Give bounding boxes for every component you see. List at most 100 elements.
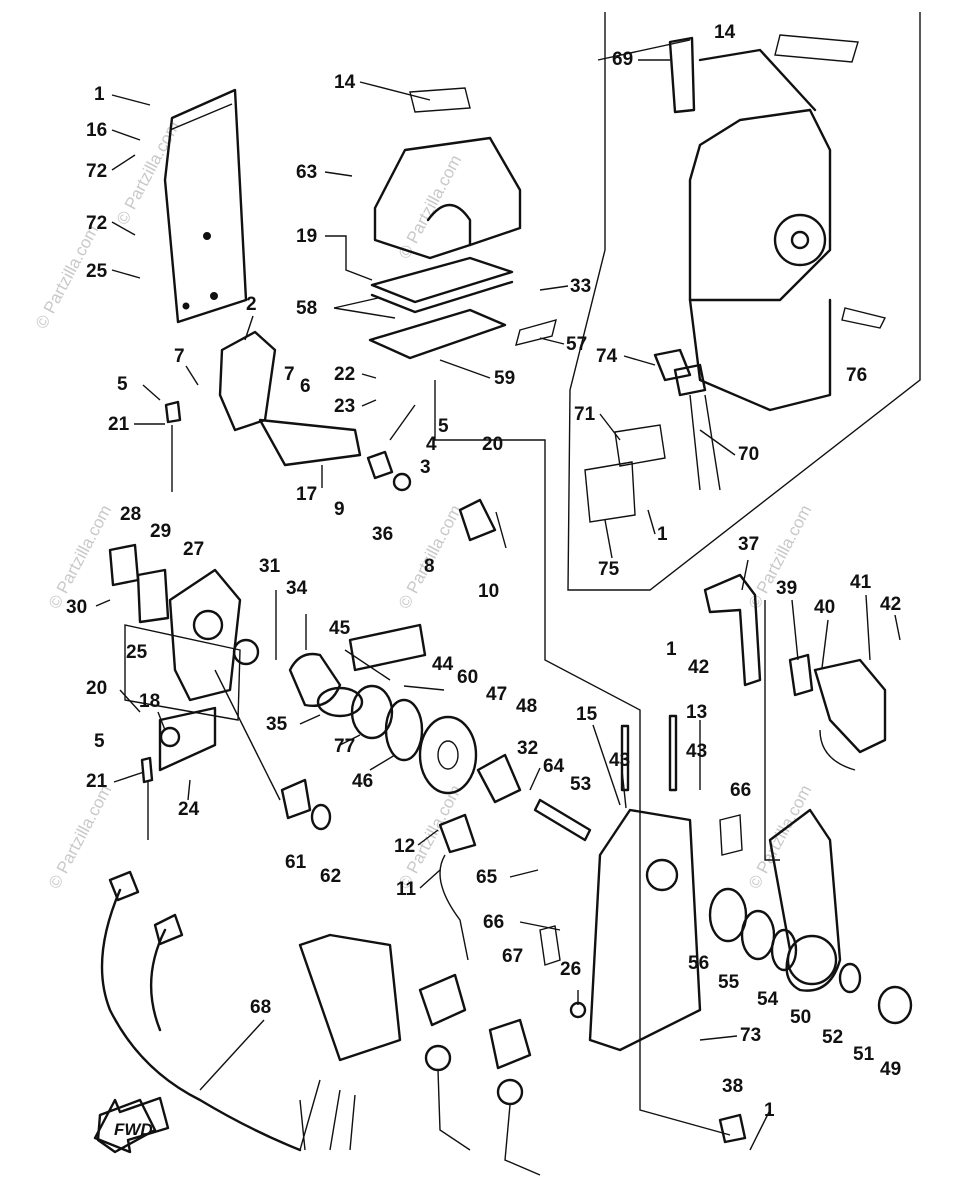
- callout: 29: [150, 521, 171, 542]
- callout: 55: [718, 972, 740, 993]
- callout: 36: [372, 524, 393, 545]
- bracket-assembly-left: [108, 543, 260, 840]
- callout: 19: [296, 226, 317, 247]
- callout: 1: [666, 639, 677, 660]
- leader-lines: [95, 39, 901, 1151]
- callout: 43: [609, 750, 630, 771]
- callout: 13: [686, 702, 707, 723]
- callout: 46: [352, 771, 373, 792]
- callout: 1: [657, 524, 668, 545]
- watermark: © Partzilla.com: [745, 782, 816, 892]
- callout: 43: [686, 741, 707, 762]
- callout: 61: [285, 852, 307, 873]
- callout: 6: [300, 376, 311, 397]
- callout: 74: [596, 346, 618, 367]
- callout: 59: [494, 368, 515, 389]
- callout: 54: [757, 989, 779, 1010]
- fwd-arrow-label: FWD: [114, 1120, 153, 1139]
- callout: 77: [334, 736, 355, 757]
- callout: 1: [94, 84, 105, 105]
- gasket-plates: [368, 256, 557, 360]
- right-lever-assembly: [703, 573, 913, 1025]
- callout: 7: [174, 346, 185, 367]
- callout: 15: [576, 704, 598, 725]
- callout: 71: [574, 404, 596, 425]
- callout: 75: [598, 559, 620, 580]
- callout: 41: [850, 572, 872, 593]
- inset-frame: [567, 12, 921, 591]
- callout: 52: [822, 1027, 843, 1048]
- callout: 49: [880, 1059, 901, 1080]
- fwd-arrow: FWD: [93, 1096, 170, 1154]
- callout: 50: [790, 1007, 811, 1028]
- callout: 42: [880, 594, 901, 615]
- callout: 30: [66, 597, 87, 618]
- callout: 73: [740, 1025, 761, 1046]
- callout: 23: [334, 396, 355, 417]
- callout: 42: [688, 657, 709, 678]
- callout: 38: [722, 1076, 743, 1097]
- watermark: © Partzilla.com: [45, 502, 116, 612]
- callout: 25: [126, 642, 148, 663]
- callout: 24: [178, 799, 200, 820]
- callout: 44: [432, 654, 454, 675]
- callout: 27: [183, 539, 204, 560]
- callout: 62: [320, 866, 341, 887]
- callout: 7: [284, 364, 295, 385]
- callout: 37: [738, 534, 759, 555]
- side-cover-plate: [163, 88, 248, 324]
- callout: 45: [329, 618, 351, 639]
- callout: 20: [86, 678, 107, 699]
- callout: 3: [420, 457, 431, 478]
- callout: 4: [426, 434, 437, 455]
- left-shift-mechanism: [164, 330, 507, 549]
- callout: 35: [266, 714, 288, 735]
- callout: 72: [86, 213, 107, 234]
- callout: 9: [334, 499, 345, 520]
- callout: 10: [478, 581, 499, 602]
- callout: 8: [424, 556, 435, 577]
- callout: 14: [714, 22, 736, 43]
- callout: 70: [738, 444, 759, 465]
- callout: 26: [560, 959, 581, 980]
- callout: 21: [108, 414, 130, 435]
- callout: 18: [139, 691, 160, 712]
- callout: 51: [853, 1044, 875, 1065]
- callout-layer: 1 16 72 72 25 14 63 19 58 33 57 59 22 23…: [66, 22, 901, 1121]
- callout: 11: [396, 879, 417, 900]
- callout: 16: [86, 120, 107, 141]
- callout: 58: [296, 298, 317, 319]
- callout: 22: [334, 364, 355, 385]
- callout: 31: [259, 556, 281, 577]
- callout: 12: [394, 836, 415, 857]
- callout: 76: [846, 365, 867, 386]
- callout: 47: [486, 684, 507, 705]
- upper-control-unit: [584, 34, 887, 523]
- gear-and-ring-set: [214, 623, 592, 842]
- callout: 28: [120, 504, 141, 525]
- callout: 65: [476, 867, 498, 888]
- callout: 40: [814, 597, 835, 618]
- callout: 67: [502, 946, 523, 967]
- callout: 5: [117, 374, 128, 395]
- callout: 5: [94, 731, 105, 752]
- callout: 72: [86, 161, 107, 182]
- callout: 68: [250, 997, 271, 1018]
- callout: 14: [334, 72, 356, 93]
- wiring-harness: [96, 813, 747, 1176]
- callout: 60: [457, 667, 478, 688]
- callout: 5: [438, 416, 449, 437]
- callout: 56: [688, 953, 709, 974]
- callout: 17: [296, 484, 317, 505]
- callout: 69: [612, 49, 633, 70]
- callout: 34: [286, 578, 308, 599]
- callout: 20: [482, 434, 503, 455]
- callout: 21: [86, 771, 108, 792]
- callout: 39: [776, 578, 797, 599]
- callout: 2: [246, 294, 257, 315]
- callout: 66: [730, 780, 751, 801]
- callout: 32: [517, 738, 538, 759]
- watermark: © Partzilla.com: [45, 782, 116, 892]
- callout: 66: [483, 912, 504, 933]
